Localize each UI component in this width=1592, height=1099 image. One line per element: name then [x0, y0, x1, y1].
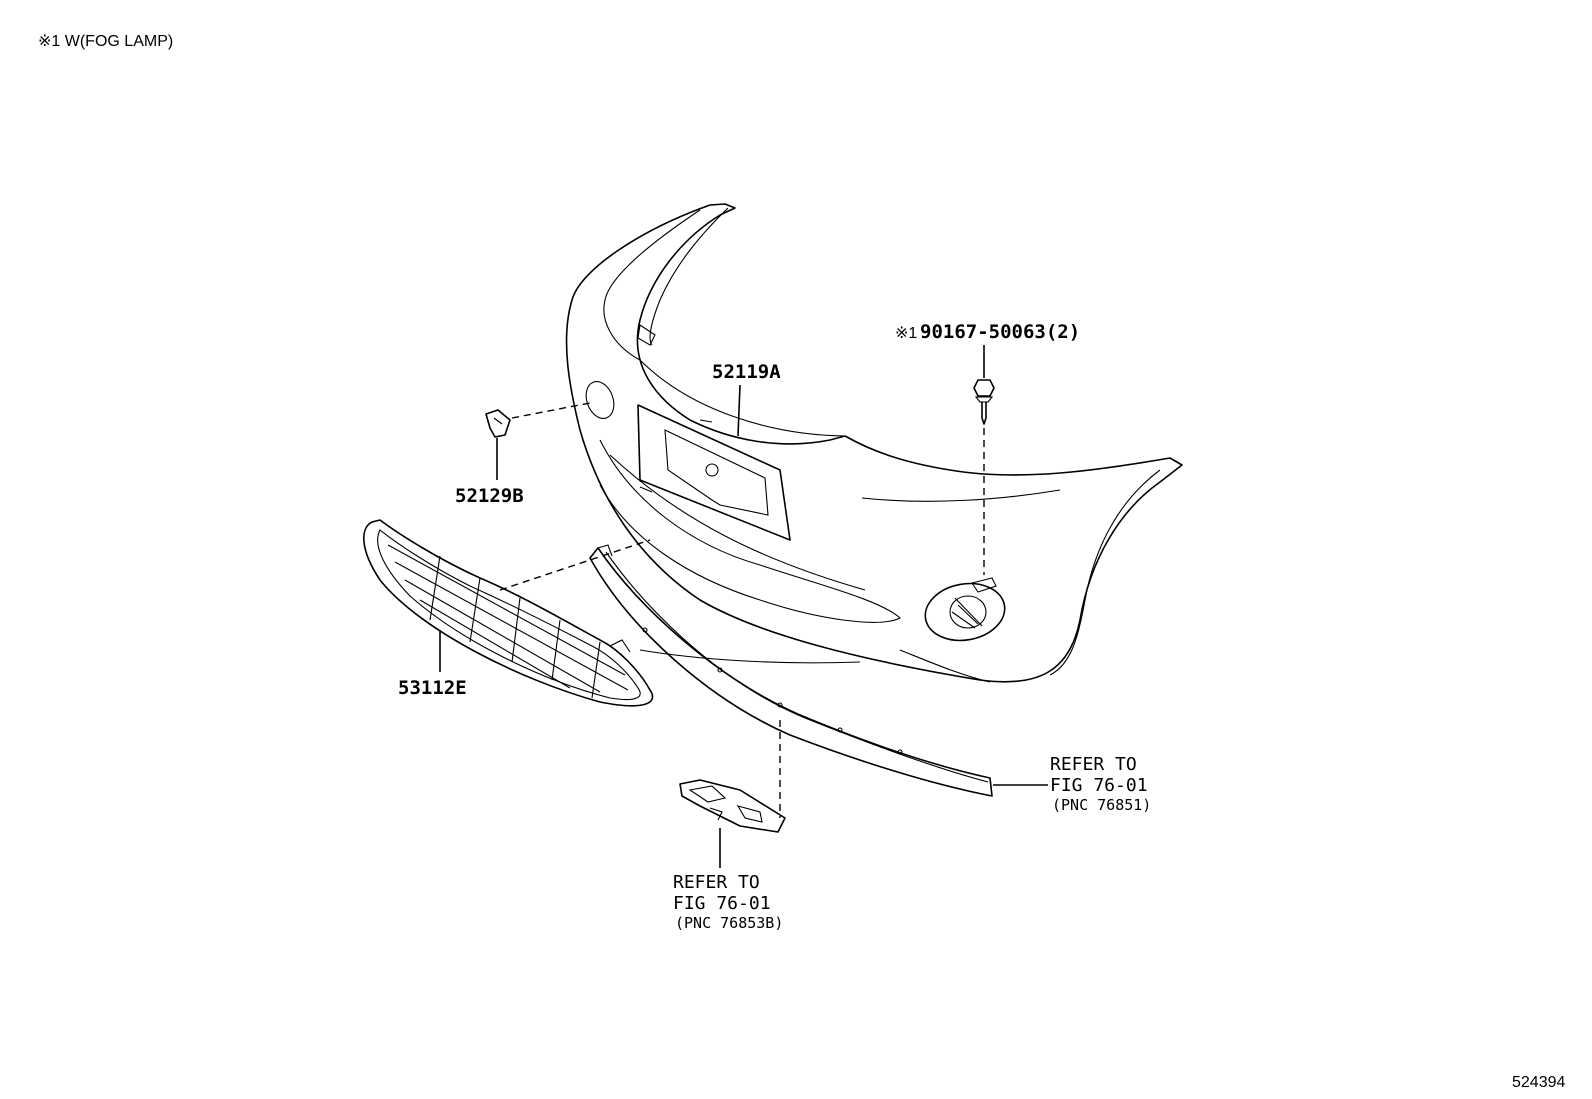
bracket-ref-line3: (PNC 76853B) — [675, 914, 783, 932]
fog-lamp-note: ※1 W(FOG LAMP) — [38, 33, 173, 50]
grille[interactable] — [363, 519, 654, 707]
spoiler-ref-line3: (PNC 76851) — [1052, 796, 1151, 814]
screw[interactable] — [973, 379, 995, 425]
cap[interactable] — [485, 409, 511, 438]
screw-clip — [971, 577, 997, 593]
lower-bracket[interactable] — [679, 779, 786, 833]
bumper-cover[interactable] — [565, 203, 1183, 683]
bumper-cover-leader — [737, 384, 741, 437]
bracket-ref-line1: REFER TO — [673, 872, 760, 893]
grille-label: 53112E — [398, 677, 467, 699]
cap-label: 52129B — [455, 485, 524, 507]
screw-note-mark: ※1 — [895, 325, 917, 342]
diagram-id: 524394 — [1512, 1074, 1565, 1091]
screw-label: 90167-50063(2) — [920, 321, 1080, 343]
lower-spoiler[interactable] — [589, 544, 993, 797]
bracket-ref-line2: FIG 76-01 — [673, 893, 771, 914]
spoiler-ref-line1: REFER TO — [1050, 754, 1137, 775]
cap-dashed-line — [511, 402, 591, 419]
grille-dashed-line — [499, 539, 651, 591]
bumper-cover-label: 52119A — [712, 361, 781, 383]
spoiler-ref-line2: FIG 76-01 — [1050, 775, 1148, 796]
